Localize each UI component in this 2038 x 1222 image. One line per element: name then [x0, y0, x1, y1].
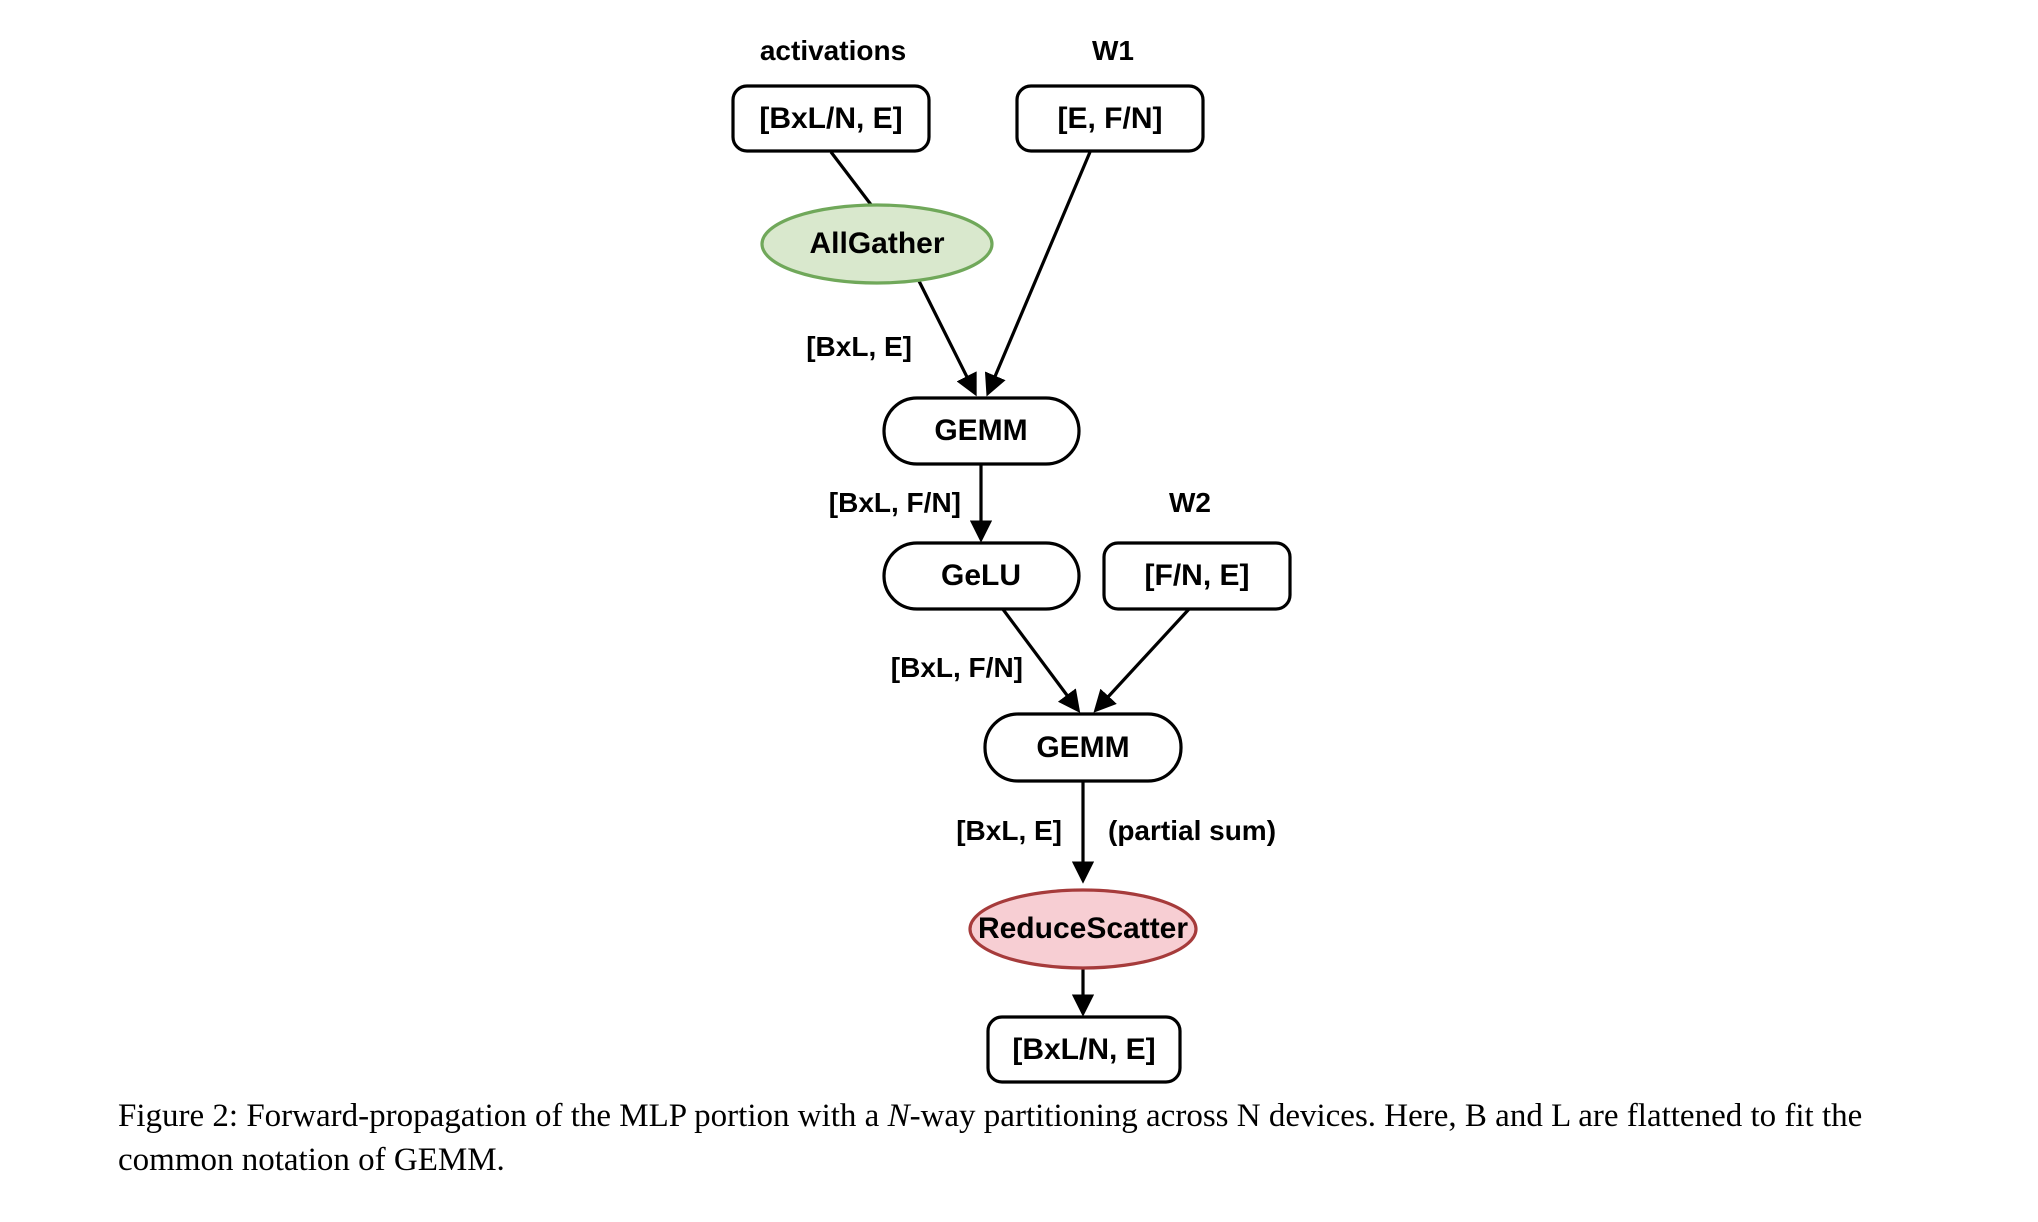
activations-tensor-label: [BxL/N, E]: [759, 102, 902, 135]
caption-part2: -way partitioning across N devices. Here…: [118, 1098, 1863, 1178]
activations-tensor-box: [731, 84, 931, 153]
edge-label-gemm1-to-gelu: [BxL, F/N]: [829, 487, 961, 518]
label-w1-title: W1: [1092, 35, 1134, 66]
node-gemm2[interactable]: GEMM: [983, 712, 1183, 783]
w2-tensor-label: [F/N, E]: [1145, 559, 1250, 592]
figure-diagram-area: activations W1 W2 [BxL/N, E] [E, F/N] Al…: [731, 35, 1292, 1084]
allgather-ellipse: [760, 203, 994, 285]
gelu-label: GeLU: [941, 559, 1021, 592]
node-gemm1[interactable]: GEMM: [882, 396, 1081, 466]
reducescatter-label: ReduceScatter: [978, 912, 1188, 945]
node-activations-tensor[interactable]: [BxL/N, E]: [731, 84, 931, 153]
label-activations-title: activations: [760, 35, 906, 66]
mlp-forward-diagram: activations W1 W2 [BxL/N, E] [E, F/N] Al…: [731, 35, 1292, 1084]
edge-gelu-to-gemm2: [1000, 607, 1081, 713]
gemm1-label: GEMM: [934, 414, 1027, 447]
edge-label-gemm2-to-reducescatter: [BxL, E]: [956, 815, 1062, 846]
gelu-box: [882, 541, 1081, 611]
edge-allgather-to-gemm1: [910, 266, 977, 397]
edge-w2-to-gemm2: [1093, 606, 1192, 713]
output-tensor-box: [986, 1015, 1182, 1084]
node-gelu[interactable]: GeLU: [882, 541, 1081, 611]
w1-tensor-box: [1015, 84, 1205, 153]
allgather-label: AllGather: [809, 227, 944, 260]
edge-label-partial-sum: (partial sum): [1108, 815, 1276, 846]
edge-w1-to-gemm1: [984, 151, 1092, 397]
edge-label-allgather-to-gemm1: [BxL, E]: [806, 331, 912, 362]
node-w2-tensor[interactable]: [F/N, E]: [1102, 541, 1292, 611]
figure-caption: Figure 2: Forward-propagation of the MLP…: [118, 1095, 1930, 1182]
caption-italic-n: N: [887, 1098, 910, 1134]
caption-prefix: Figure 2:: [118, 1098, 239, 1134]
node-output-tensor[interactable]: [BxL/N, E]: [986, 1015, 1182, 1084]
gemm1-box: [882, 396, 1081, 466]
caption-part1: Forward-propagation of the MLP portion w…: [238, 1098, 888, 1134]
output-tensor-label: [BxL/N, E]: [1012, 1033, 1155, 1066]
node-reducescatter[interactable]: ReduceScatter: [968, 888, 1198, 970]
node-w1-tensor[interactable]: [E, F/N]: [1015, 84, 1205, 153]
label-w2-title: W2: [1169, 487, 1211, 518]
gemm2-box: [983, 712, 1183, 783]
edge-activations-to-allgather: [829, 151, 874, 207]
gemm2-label: GEMM: [1036, 731, 1129, 764]
node-allgather[interactable]: AllGather: [760, 203, 994, 285]
reducescatter-ellipse: [968, 888, 1198, 970]
edge-label-gelu-to-gemm2: [BxL, F/N]: [891, 652, 1023, 683]
w2-tensor-box: [1102, 541, 1292, 611]
w1-tensor-label: [E, F/N]: [1058, 102, 1163, 135]
